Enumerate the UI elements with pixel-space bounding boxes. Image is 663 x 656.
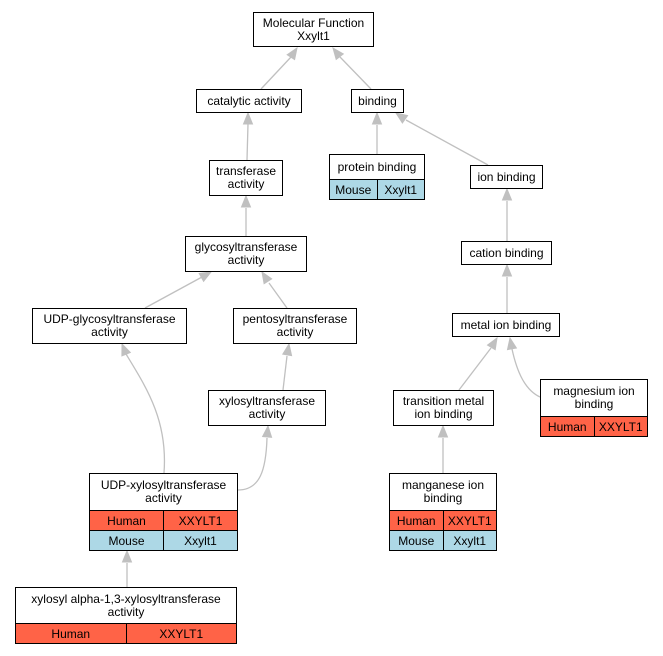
- node-xylosyl-alpha-1-3-xylosyltransferase-activity[interactable]: xylosyl alpha-1,3-xylosyltransferase act…: [15, 587, 237, 644]
- gene-cell: XXYLT1: [442, 511, 497, 530]
- annotation-row-human: Human XXYLT1: [390, 510, 496, 530]
- node-label-line: activity: [145, 491, 182, 505]
- node-glycosyltransferase-activity[interactable]: glycosyltransferase activity: [185, 236, 307, 272]
- edge-line: [511, 348, 541, 398]
- node-label-line: catalytic activity: [207, 93, 291, 108]
- edge-arrowhead: [332, 46, 345, 61]
- edge-line: [405, 119, 489, 166]
- node-udp-xylosyltransferase-activity[interactable]: UDP-xylosyltransferase activity Human XX…: [89, 473, 238, 551]
- gene-cell: XXYLT1: [593, 417, 648, 436]
- node-ion-binding[interactable]: ion binding: [470, 165, 543, 189]
- node-label-line: activity: [276, 325, 314, 339]
- node-label-line: Molecular Function: [262, 15, 365, 30]
- node-transferase-activity[interactable]: transferase activity: [209, 160, 283, 196]
- node-udp-glycosyltransferase-activity[interactable]: UDP-glycosyltransferase activity: [32, 308, 187, 344]
- edge-arrowhead: [261, 270, 273, 285]
- node-label-line: activity: [248, 407, 286, 421]
- node-magnesium-ion-binding[interactable]: magnesium ion binding Human XXYLT1: [540, 379, 648, 437]
- edge-arrowhead: [261, 424, 273, 438]
- node-label-line: metal ion binding: [460, 317, 552, 332]
- node-label-line: activity: [107, 604, 145, 619]
- edge-arrowhead: [501, 187, 513, 201]
- node-label-line: UDP-glycosyltransferase: [43, 312, 176, 326]
- annotation-row-human: Human XXYLT1: [90, 510, 237, 530]
- node-label-line: UDP-xylosyltransferase: [100, 478, 227, 492]
- node-transition-metal-ion-binding[interactable]: transition metal ion binding: [393, 390, 494, 426]
- edge-line: [125, 353, 166, 474]
- node-label-line: cation binding: [469, 245, 544, 260]
- edge-arrowhead: [371, 111, 383, 125]
- annotation-row-mouse: Mouse Xxylt1: [90, 530, 237, 550]
- edge-line: [268, 282, 288, 309]
- edge-line: [339, 56, 372, 90]
- node-label-line: Xxylt1: [297, 28, 330, 43]
- species-cell: Mouse: [398, 533, 435, 548]
- node-label-line: manganese ion: [401, 478, 485, 492]
- edge-arrowhead: [121, 342, 132, 357]
- node-binding[interactable]: binding: [351, 89, 404, 113]
- edge-arrowhead: [121, 549, 133, 563]
- edge-arrowhead: [486, 336, 498, 351]
- species-cell: Human: [547, 419, 587, 434]
- node-label-line: activity: [227, 177, 265, 191]
- edge-line: [458, 347, 492, 391]
- node-label-line: binding: [358, 93, 397, 108]
- edge-arrowhead: [281, 342, 293, 357]
- node-label-line: activity: [227, 253, 265, 267]
- gene-cell: XXYLT1: [163, 511, 237, 530]
- node-label-line: binding: [574, 397, 614, 411]
- gene-cell: Xxylt1: [442, 531, 497, 550]
- node-molecular-function[interactable]: Molecular Function Xxylt1: [253, 12, 374, 47]
- node-label-line: ion binding: [477, 169, 536, 184]
- node-label-line: ion binding: [414, 407, 473, 421]
- node-label-line: protein binding: [337, 159, 417, 174]
- edge-arrowhead: [394, 112, 409, 124]
- node-label-line: xylosyltransferase: [218, 394, 316, 408]
- edge-arrowhead: [506, 336, 518, 351]
- annotation-row-mouse: Mouse Xxylt1: [330, 179, 424, 199]
- gene-cell: Xxylt1: [376, 180, 425, 199]
- node-label-line: transferase: [215, 164, 277, 178]
- node-label-line: pentosyltransferase: [242, 312, 348, 326]
- node-pentosyltransferase-activity[interactable]: pentosyltransferase activity: [233, 308, 357, 344]
- edge-arrowhead: [501, 263, 513, 277]
- node-manganese-ion-binding[interactable]: manganese ion binding Human XXYLT1 Mouse…: [389, 473, 497, 551]
- species-cell: Mouse: [108, 533, 145, 548]
- node-xylosyltransferase-activity[interactable]: xylosyltransferase activity: [208, 390, 326, 426]
- node-catalytic-activity[interactable]: catalytic activity: [196, 89, 302, 113]
- species-cell: Human: [51, 626, 91, 641]
- edge-line: [246, 123, 249, 161]
- edge-arrowhead: [437, 424, 449, 438]
- annotation-row-human: Human XXYLT1: [541, 416, 647, 436]
- node-protein-binding[interactable]: protein binding Mouse Xxylt1: [329, 154, 425, 200]
- annotation-row-human: Human XXYLT1: [16, 623, 236, 643]
- node-cation-binding[interactable]: cation binding: [461, 241, 552, 265]
- node-label-line: xylosyl alpha-1,3-xylosyltransferase: [31, 591, 221, 606]
- node-label-line: glycosyltransferase: [194, 240, 298, 254]
- node-label-line: binding: [423, 491, 463, 505]
- edge-line: [282, 355, 288, 391]
- edge-line: [260, 56, 292, 90]
- gene-cell: Xxylt1: [163, 531, 237, 550]
- node-metal-ion-binding[interactable]: metal ion binding: [452, 313, 560, 337]
- node-label-line: magnesium ion: [553, 384, 635, 398]
- edge-arrowhead: [240, 194, 252, 208]
- edge-arrowhead: [286, 46, 298, 61]
- node-label-line: activity: [91, 325, 128, 339]
- species-cell: Human: [396, 513, 436, 528]
- edge-arrowhead: [198, 271, 213, 283]
- species-cell: Mouse: [335, 182, 372, 197]
- edge-line: [237, 437, 268, 491]
- species-cell: Human: [107, 513, 146, 528]
- gene-cell: XXYLT1: [125, 624, 237, 643]
- annotation-row-mouse: Mouse Xxylt1: [390, 530, 496, 550]
- edge-arrowhead: [242, 111, 254, 125]
- node-label-line: transition metal: [402, 394, 485, 408]
- edge-line: [144, 276, 203, 309]
